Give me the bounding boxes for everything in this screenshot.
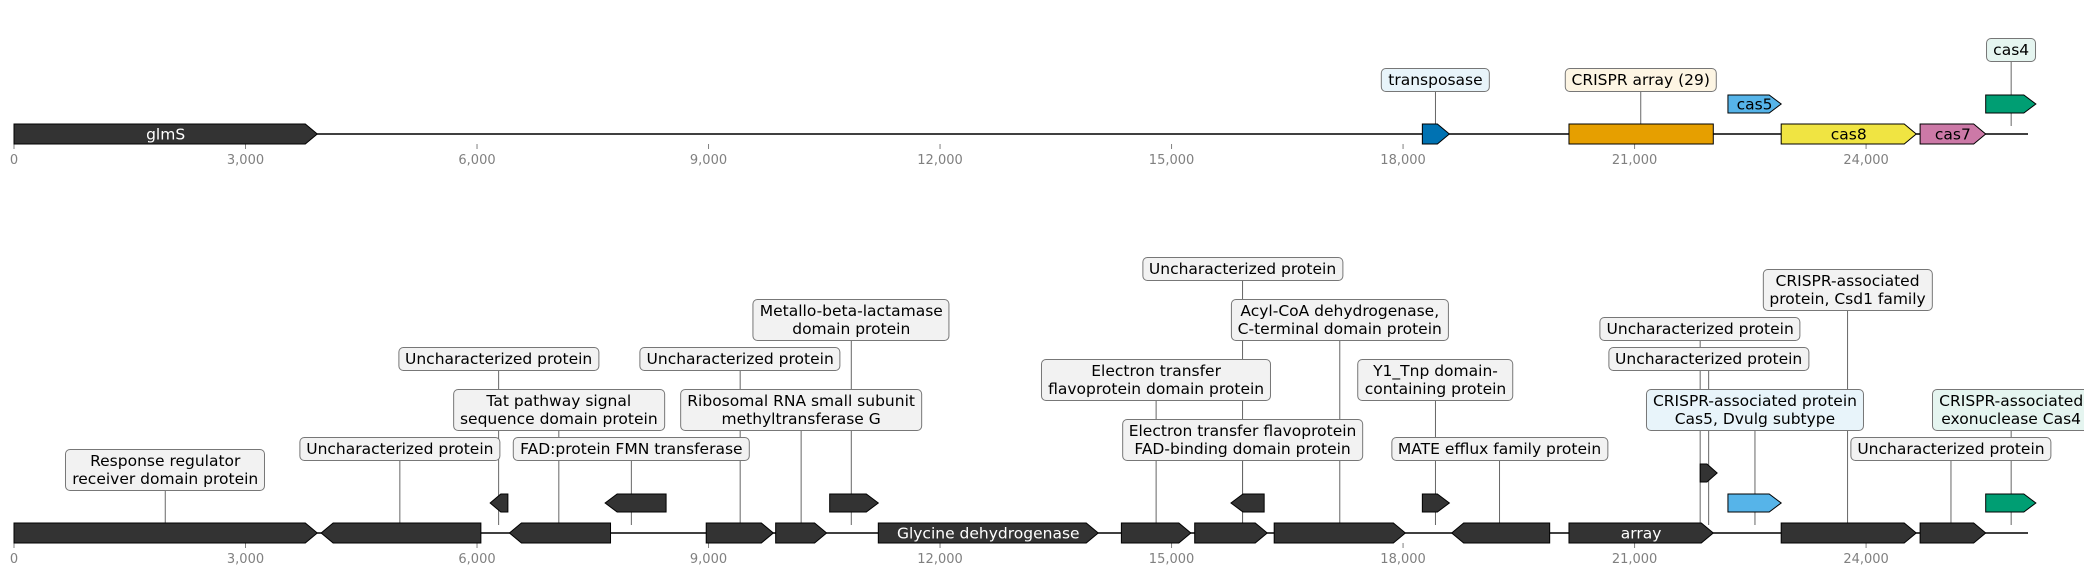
axis-tick-label: 18,000 [1380,153,1426,168]
gene-arrow [13,123,319,145]
gene-label: glmS [146,126,185,144]
axis-tick-label: 24,000 [1843,153,1889,168]
gene-callout: Uncharacterized protein [1141,257,1344,281]
gene-arrow [829,493,880,513]
axis-tick-label: 12,000 [917,552,963,567]
gene-label: array [1621,525,1662,543]
gene-callout: transposase [1381,68,1490,92]
gene-callout: Uncharacterized protein [1599,317,1801,341]
gene-label: cas5 [1737,96,1773,114]
axis-tick-label: 6,000 [458,552,495,567]
gene-arrow [1919,522,1987,544]
gene-callout: Uncharacterized protein [299,437,501,461]
gene-arrow [1421,493,1451,513]
gene-arrow [320,522,482,544]
gene-callout: Uncharacterized protein [398,347,600,371]
gene-arrow [1780,522,1918,544]
gene-arrow [1421,123,1451,145]
gene-callout: Uncharacterized protein [1850,437,2052,461]
gene-arrow [1727,493,1783,513]
gene-arrow [1230,493,1265,513]
gene-arrow [705,522,775,544]
gene-arrow [1985,493,2037,513]
gene-arrow [1919,123,1987,145]
axis-tick-label: 6,000 [458,153,495,168]
gene-label: cas8 [1831,126,1867,144]
gene-arrow [1450,522,1551,544]
gene-arrow [489,493,509,513]
axis-tick-label: 15,000 [1149,153,1195,168]
gene-callout: Y1_Tnp domain-containing protein [1357,359,1514,401]
gene-arrow [775,522,828,544]
gene-callout: CRISPR array (29) [1564,68,1717,92]
axis-tick-label: 18,000 [1380,552,1426,567]
axis-tick-label: 21,000 [1612,153,1658,168]
gene-callout: Uncharacterized protein [639,347,841,371]
axis-tick-label: 3,000 [227,552,264,567]
axis-tick-label: 15,000 [1149,552,1195,567]
axis-tick-label: 21,000 [1612,552,1658,567]
gene-callout: cas4 [1986,38,2037,62]
gene-callout: Uncharacterized protein [1608,347,1810,371]
gene-arrow [1568,123,1714,145]
gene-label: Glycine dehydrogenase [897,525,1080,543]
gene-arrow [1699,463,1718,483]
axis-tick-label: 0 [10,552,18,567]
gene-arrow [1120,522,1192,544]
gene-callout: MATE efflux family protein [1390,437,1609,461]
gene-arrow [13,522,319,544]
axis-tick-label: 24,000 [1843,552,1889,567]
gene-arrow [1780,123,1918,145]
gene-callout: Acyl-CoA dehydrogenase,C-terminal domain… [1230,299,1449,341]
gene-callout: FAD:protein FMN transferase [513,437,750,461]
axis-tick-label: 0 [10,153,18,168]
gene-arrow [877,522,1100,544]
gene-arrow [1273,522,1407,544]
axis-tick-label: 3,000 [227,153,264,168]
gene-arrow [604,493,667,513]
gene-arrow [1727,94,1783,114]
axis-tick-label: 9,000 [690,153,727,168]
gene-label: cas7 [1935,126,1971,144]
gene-arrow [1194,522,1269,544]
gene-arrow [1985,94,2037,114]
axis-tick-label: 12,000 [917,153,963,168]
gene-arrow [1568,522,1715,544]
gene-arrow [508,522,612,544]
axis-tick-label: 9,000 [690,552,727,567]
